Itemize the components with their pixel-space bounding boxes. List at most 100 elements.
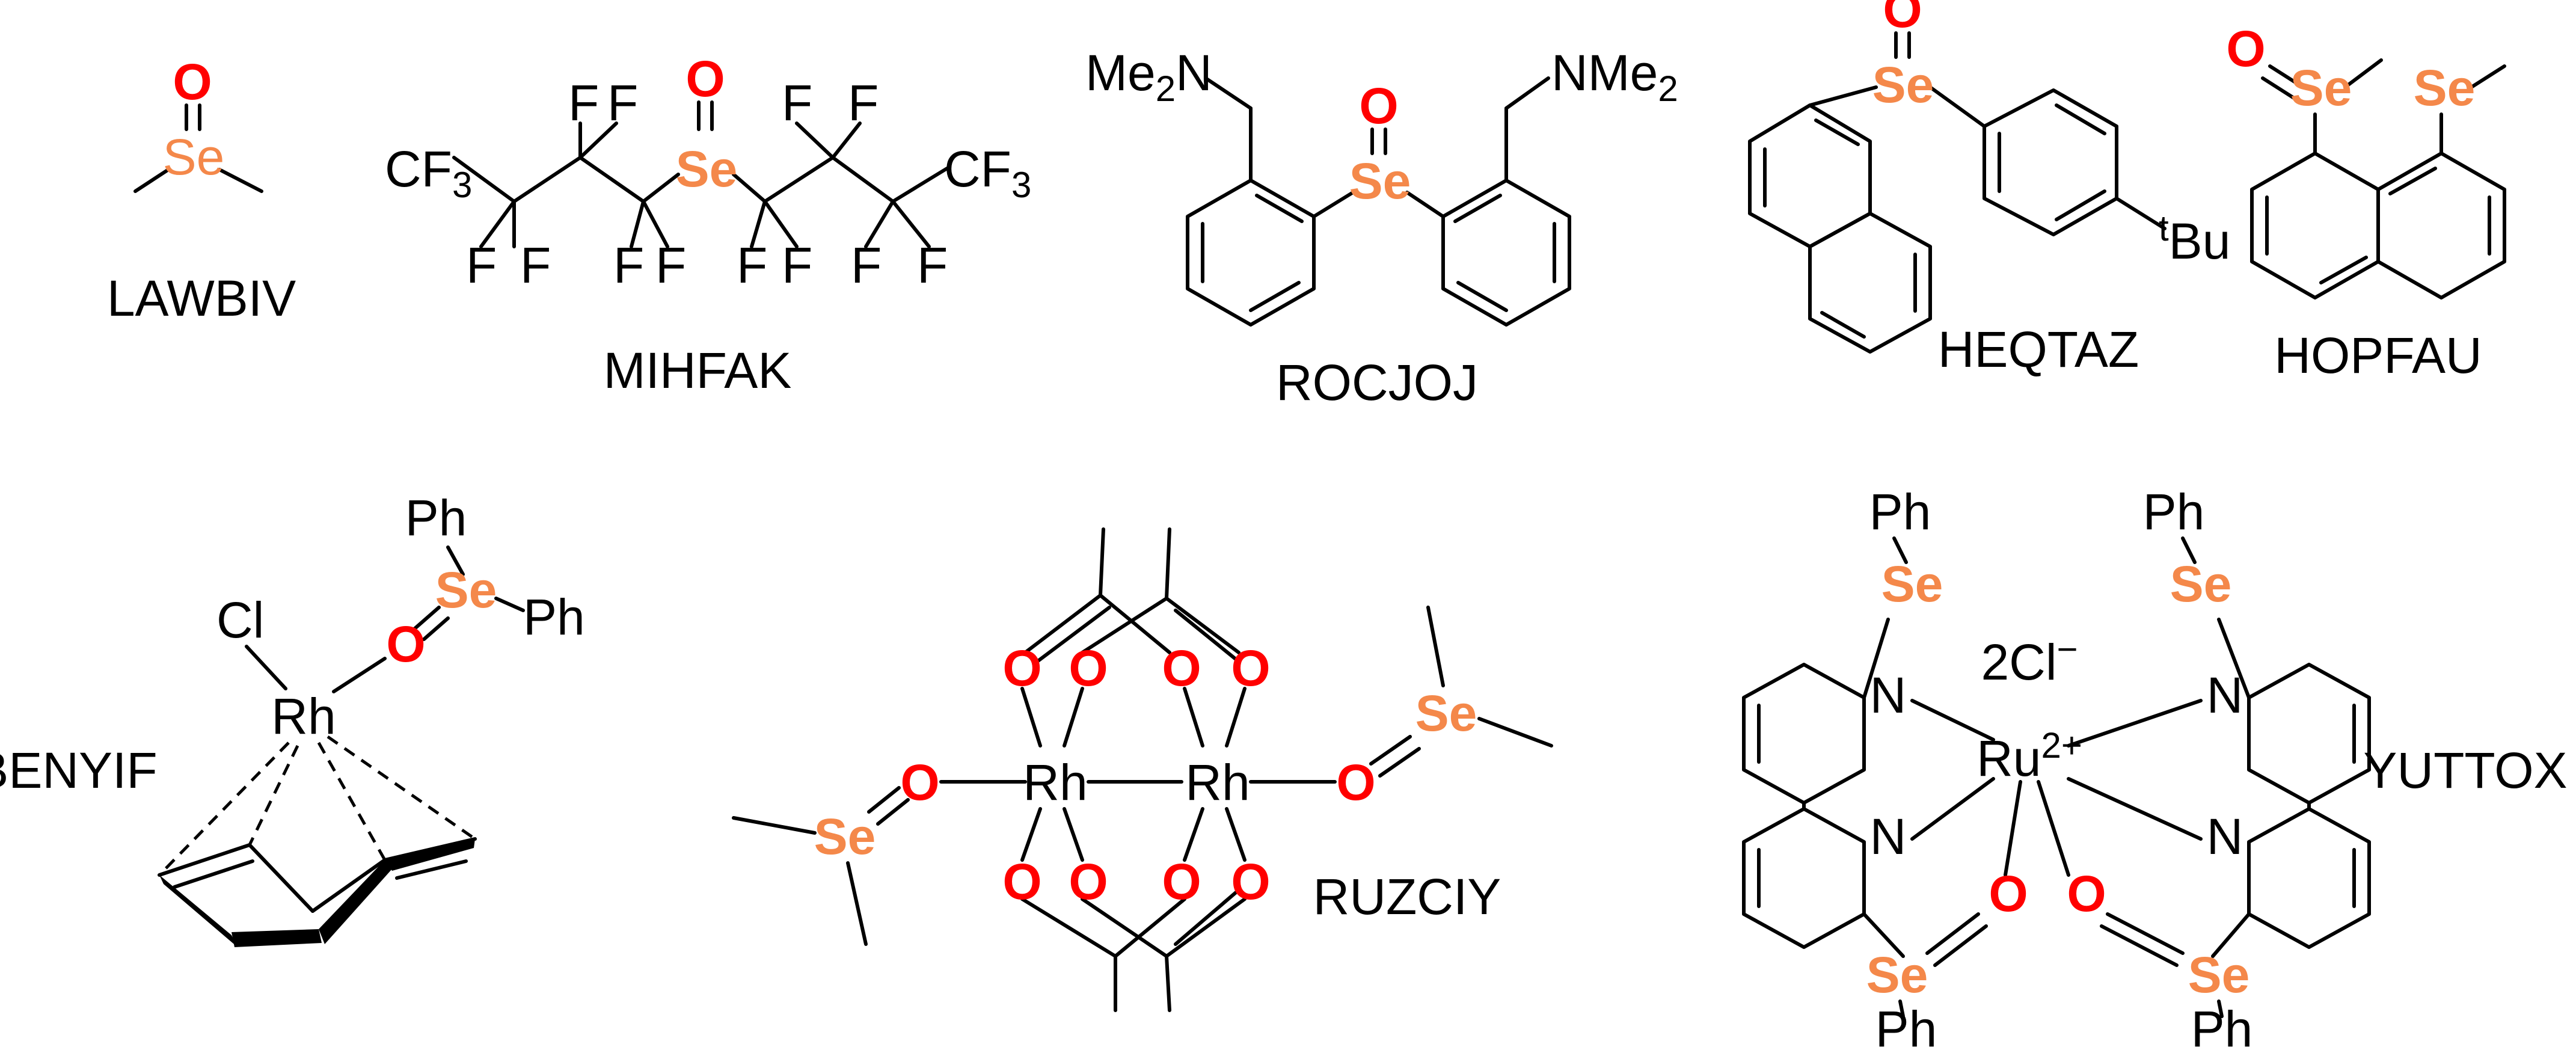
bond (1225, 687, 1247, 748)
bond (642, 173, 680, 203)
oxygen-atom: O (173, 54, 212, 110)
bond (1165, 897, 1247, 958)
oxygen-atom: O (1336, 754, 1375, 811)
fluorine-atom: F (520, 237, 551, 293)
wedge-bond (159, 875, 238, 947)
ru-n-bond (2067, 699, 2203, 748)
oxygen-atom: O (2226, 20, 2265, 77)
bond (2470, 64, 2506, 89)
bond (1892, 536, 1908, 564)
bond (1504, 76, 1550, 110)
bond (1165, 597, 1240, 654)
compound-hopfau: O Se Se HOPFAU (2226, 20, 2506, 384)
charge-label: 2+ (2041, 725, 2082, 766)
selenium-atom: Se (2414, 60, 2476, 116)
oxygen-atom: O (1002, 853, 1041, 910)
bond (876, 798, 910, 826)
group-label: CF (385, 141, 452, 197)
wedge-bond (319, 860, 392, 944)
fluorine-atom: F (568, 75, 599, 131)
bond (1925, 912, 1980, 955)
bond (494, 597, 525, 612)
bond (763, 156, 835, 203)
bond (158, 843, 251, 877)
selenium-atom: Se (2290, 60, 2352, 116)
chloride-counterion: 2Cl− (1981, 629, 2078, 690)
rhodium-atom: Rh (1023, 754, 1087, 811)
bond (452, 156, 516, 203)
dashed-bond (248, 745, 299, 846)
bond (2211, 912, 2251, 958)
bond (1898, 999, 1905, 1018)
naphthalene-ring (1808, 212, 1932, 354)
nitrogen-atom: N (2207, 808, 2243, 865)
ru-n-bond (1910, 777, 1995, 841)
oxygen-atom: O (1162, 853, 1201, 910)
subscript: 3 (452, 165, 472, 205)
ruthenium-atom: Ru2+ (1976, 725, 2082, 787)
compound-code: ROCJOJ (1276, 354, 1478, 411)
oxygen-atom: O (386, 616, 425, 672)
compound-benyif: Ph Se Ph O Cl Rh BENYIF (0, 490, 585, 947)
bond (1165, 527, 1171, 600)
oxygen-atom: O (1883, 0, 1922, 38)
bond (763, 200, 799, 248)
oxygen-atom: O (1231, 853, 1270, 910)
compound-ruzciy: Rh Rh O O O O O O O O O (732, 527, 1553, 1012)
bond (1204, 76, 1253, 110)
subscript: 3 (1011, 165, 1031, 205)
bond (1023, 594, 1102, 654)
bond (2115, 197, 2167, 230)
selenium-atom: Se (1415, 685, 1477, 741)
bond (578, 156, 645, 203)
bond (864, 200, 895, 248)
bond (891, 167, 949, 203)
bond (1820, 311, 1866, 339)
rhodium-atom: Rh (271, 688, 336, 745)
pyridine-ring (1742, 807, 1866, 949)
bond (846, 861, 868, 946)
bond (1928, 85, 1986, 128)
bond (1063, 807, 1084, 862)
fluorine-atom: F (613, 237, 644, 293)
bond (578, 121, 618, 159)
bond (1378, 747, 1421, 778)
counterion-label: 2Cl (1981, 634, 2056, 690)
compound-code: LAWBIV (107, 270, 296, 327)
dashed-bond (317, 741, 387, 861)
bond (1183, 807, 1204, 862)
nitrogen-atom: N (1176, 45, 1212, 101)
bond (1477, 717, 1553, 748)
compound-yuttox: Ru2+ 2Cl− N N N N Se Se Se Se Ph Ph (1742, 484, 2568, 1047)
compound-code: BENYIF (0, 742, 158, 799)
bond (1225, 807, 1247, 862)
oxygen-atom: O (1231, 640, 1270, 696)
bond (1099, 594, 1171, 654)
bond (1862, 618, 1890, 699)
selenium-atom: Se (1349, 153, 1411, 209)
selenium-atom: Se (676, 141, 738, 197)
ruthenium-label: Ru (1976, 730, 2041, 787)
nme2-group: NMe2 (1551, 45, 1678, 109)
benzene-ring (1186, 179, 1316, 327)
bond (133, 168, 170, 193)
bond (1099, 527, 1105, 597)
chlorine-atom: Cl (216, 592, 264, 648)
bond (512, 156, 582, 203)
bond (795, 121, 835, 159)
compound-heqtaz: O Se tBu HEQTAZ (1748, 0, 2230, 378)
bond (2100, 924, 2179, 967)
oxygen-atom: O (2067, 865, 2106, 922)
compound-mihfak: O Se CF3 CF3 F F F F F F F F F F F F MIH… (385, 51, 1031, 399)
nme2-group: Me2N (1085, 45, 1212, 109)
oxygen-atom: O (1359, 78, 1398, 134)
bond (1035, 606, 1111, 663)
selenium-atom: Se (1866, 947, 1928, 1003)
bond (1020, 687, 1042, 748)
bond (2261, 76, 2298, 101)
bond (245, 645, 287, 690)
selenium-atom: Se (1881, 556, 1943, 612)
compound-lawbiv: O Se LAWBIV (107, 54, 296, 327)
oxygen-atom: O (1002, 640, 1041, 696)
